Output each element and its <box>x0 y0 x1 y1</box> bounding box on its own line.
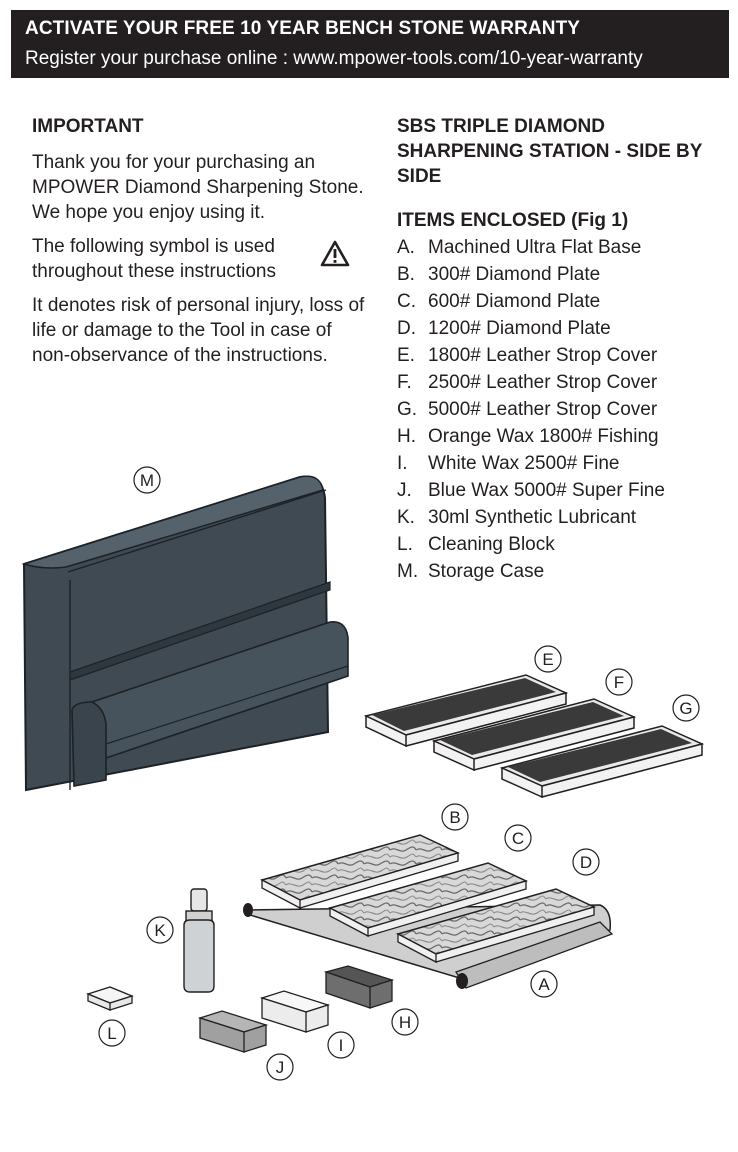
callout-a: A <box>530 970 558 998</box>
list-item: D.1200# Diamond Plate <box>397 318 611 339</box>
list-item: M.Storage Case <box>397 561 545 582</box>
svg-text:H: H <box>399 1013 411 1032</box>
items-heading: ITEMS ENCLOSED (Fig 1) <box>397 210 629 231</box>
warranty-headline: ACTIVATE YOUR FREE 10 YEAR BENCH STONE W… <box>25 18 581 39</box>
callout-i: I <box>327 1031 355 1059</box>
list-item: E.1800# Leather Strop Cover <box>397 345 658 366</box>
svg-text:I: I <box>339 1036 344 1055</box>
important-heading: IMPORTANT <box>32 116 144 137</box>
callout-d: D <box>572 848 600 876</box>
symbol-paragraph: The following symbol is used throughout … <box>32 236 276 282</box>
thanks-paragraph: Thank you for your purchasing an MPOWER … <box>32 152 364 223</box>
warranty-register-text: Register your purchase online : www.mpow… <box>25 48 643 69</box>
callout-m: M <box>133 466 161 494</box>
callout-labels: M E F G B C D K A H L I J <box>98 466 700 1081</box>
product-title: SBS TRIPLE DIAMOND SHARPENING STATION - … <box>397 116 703 187</box>
risk-paragraph: It denotes risk of personal injury, loss… <box>32 295 365 366</box>
warranty-banner: ACTIVATE YOUR FREE 10 YEAR BENCH STONE W… <box>11 10 729 78</box>
items-section: SBS TRIPLE DIAMOND SHARPENING STATION - … <box>397 114 727 585</box>
warning-triangle-icon <box>320 240 350 267</box>
list-item: H.Orange Wax 1800# Fishing <box>397 426 659 447</box>
svg-text:L: L <box>107 1024 116 1043</box>
list-item: L.Cleaning Block <box>397 534 555 555</box>
callout-c: C <box>504 824 532 852</box>
list-item: G.5000# Leather Strop Cover <box>397 399 658 420</box>
list-item: A.Machined Ultra Flat Base <box>397 237 642 258</box>
cleaning-block-illustration <box>86 986 134 1011</box>
items-figure: M E F G B C D K A H L I J <box>21 466 705 1081</box>
callout-j: J <box>266 1053 294 1081</box>
svg-text:K: K <box>154 921 166 940</box>
svg-text:G: G <box>679 699 692 718</box>
diamond-plates-illustration <box>243 834 614 989</box>
list-item: F.2500# Leather Strop Cover <box>397 372 658 393</box>
svg-text:F: F <box>614 673 624 692</box>
symbol-row: The following symbol is used throughout … <box>32 234 372 284</box>
important-section: IMPORTANT Thank you for your purchasing … <box>32 114 372 368</box>
callout-f: F <box>605 668 633 696</box>
callout-k: K <box>146 916 174 944</box>
list-item: C.600# Diamond Plate <box>397 291 601 312</box>
lubricant-bottle-illustration <box>183 888 215 993</box>
svg-text:E: E <box>542 650 553 669</box>
storage-case-illustration <box>21 475 349 792</box>
callout-l: L <box>98 1019 126 1047</box>
svg-text:M: M <box>140 471 154 490</box>
list-item: J.Blue Wax 5000# Super Fine <box>397 480 665 501</box>
svg-text:C: C <box>512 829 524 848</box>
svg-text:J: J <box>276 1058 285 1077</box>
list-item: I.White Wax 2500# Fine <box>397 453 620 474</box>
callout-e: E <box>534 645 562 673</box>
list-item: B.300# Diamond Plate <box>397 264 601 285</box>
items-list: A.Machined Ultra Flat Base B.300# Diamon… <box>397 234 727 585</box>
callout-b: B <box>441 803 469 831</box>
callout-h: H <box>391 1008 419 1036</box>
svg-text:A: A <box>538 975 550 994</box>
list-item: K.30ml Synthetic Lubricant <box>397 507 637 528</box>
svg-text:D: D <box>580 853 592 872</box>
callout-g: G <box>672 694 700 722</box>
wax-bars-illustration <box>197 965 395 1053</box>
svg-text:B: B <box>449 808 460 827</box>
strop-covers-illustration <box>363 674 705 799</box>
